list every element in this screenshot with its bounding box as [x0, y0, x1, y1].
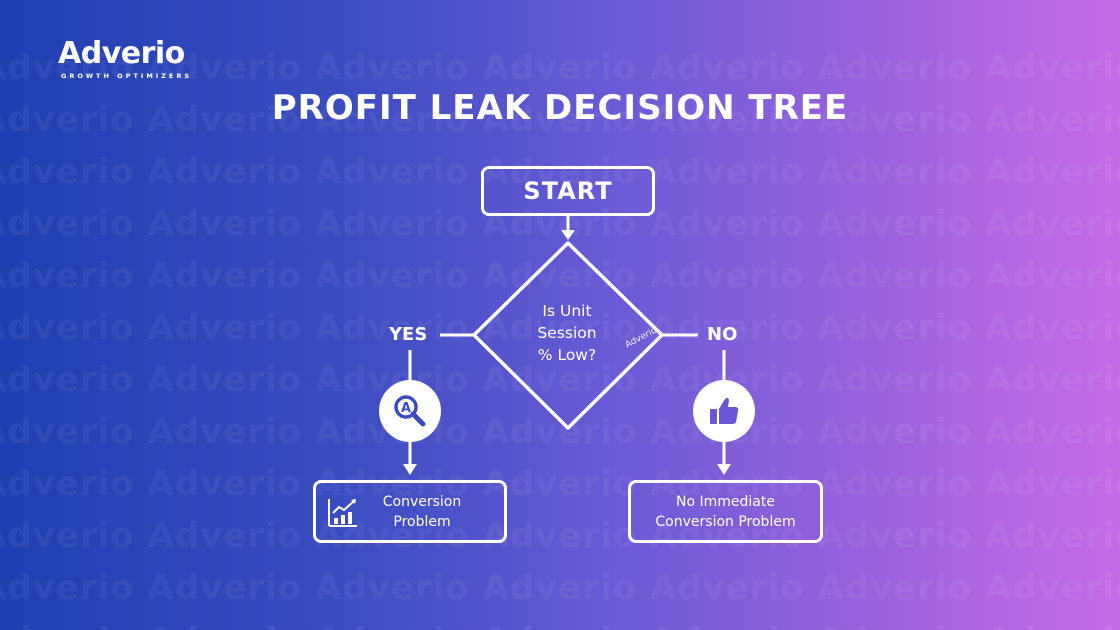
page-title: PROFIT LEAK DECISION TREE: [271, 88, 849, 128]
brand-logo: Adverio GROWTH OPTIMIZERS: [58, 36, 193, 81]
conversion-line-2: Problem: [393, 513, 451, 530]
decision-line-2: Session: [537, 324, 597, 342]
decision-line-1: Is Unit: [542, 302, 592, 320]
bar-chart-growth-icon: [328, 499, 357, 527]
no-label: NO: [707, 324, 738, 345]
decision-diamond: [472, 241, 664, 430]
magnifier-icon: A: [379, 380, 441, 442]
start-node: START: [481, 166, 655, 216]
logo-wordmark: Adverio: [58, 36, 185, 71]
thumbs-up-icon: [693, 380, 755, 442]
no-problem-line-2: Conversion Problem: [655, 513, 796, 530]
outcome-no-immediate-problem: No Immediate Conversion Problem: [628, 480, 823, 543]
conversion-line-1: Conversion: [382, 493, 462, 510]
decision-question: Is Unit Session % Low?: [512, 300, 622, 366]
logo-tagline: GROWTH OPTIMIZERS: [61, 72, 193, 80]
outcome-conversion-problem: Conversion Problem: [313, 480, 507, 543]
yes-label: YES: [389, 324, 428, 345]
svg-text:A: A: [401, 401, 411, 416]
decision-line-3: % Low?: [537, 346, 597, 364]
no-problem-line-1: No Immediate: [676, 493, 775, 510]
